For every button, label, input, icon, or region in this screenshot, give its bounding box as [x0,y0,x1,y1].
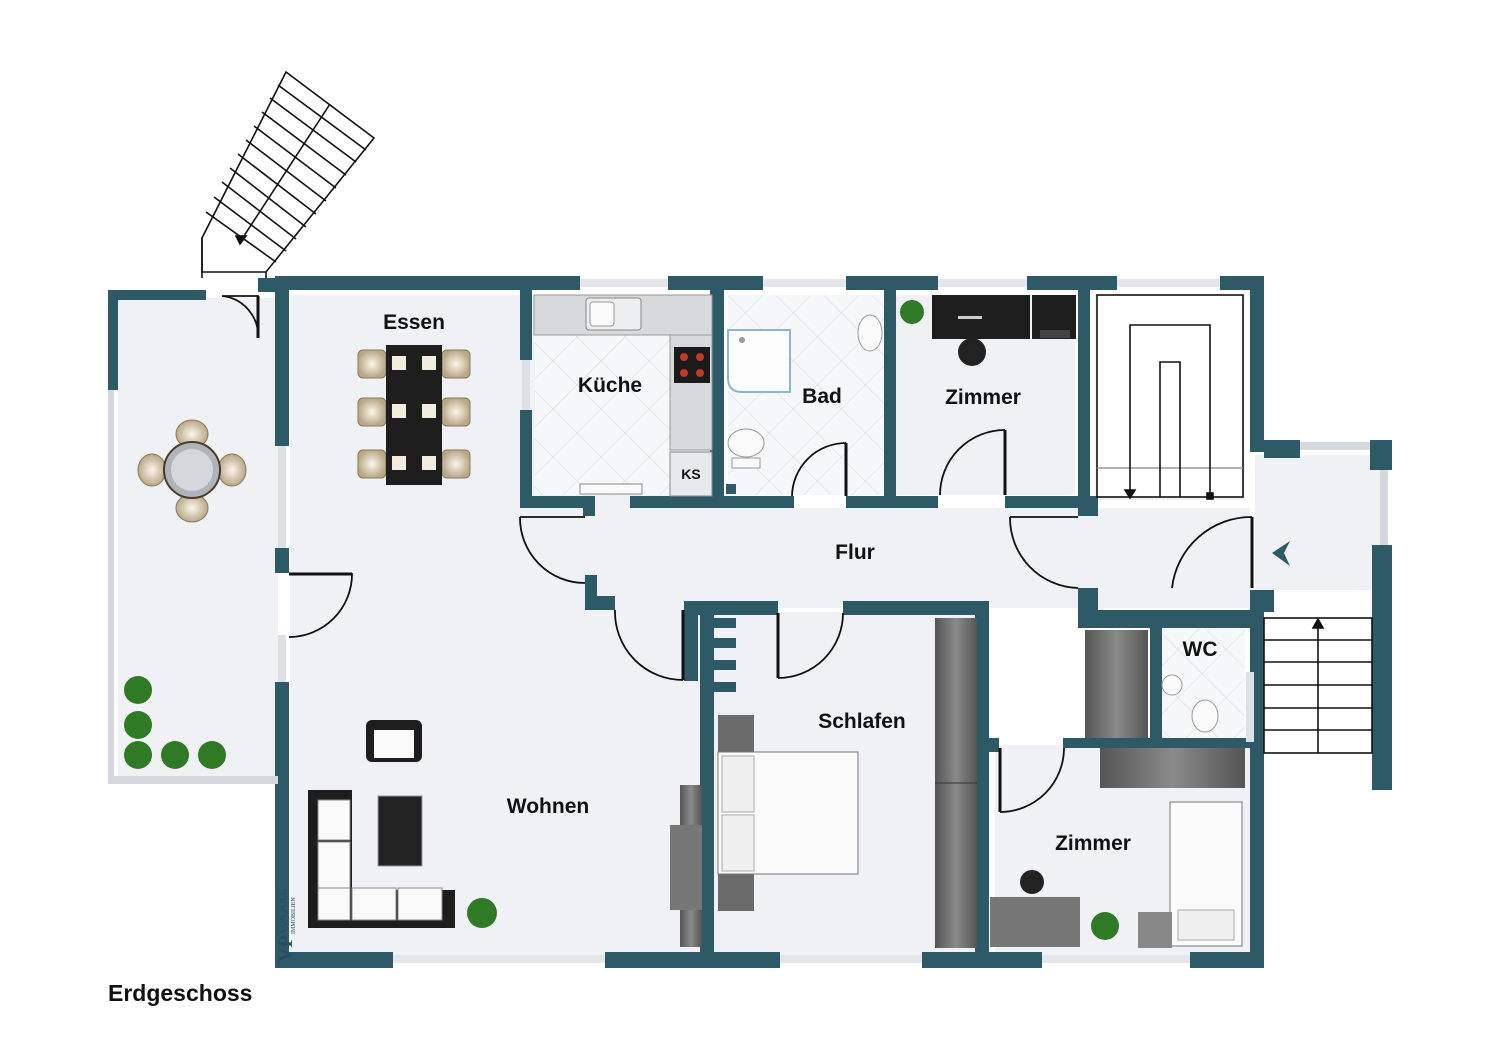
room-label-essen: Essen [383,311,445,334]
interior-stairs [1096,294,1244,500]
wc-fixtures [1085,630,1245,788]
floor-title: Erdgeschoss [108,980,252,1006]
room-label-flur: Flur [835,541,875,564]
room-label-schlafen: Schlafen [818,710,906,733]
sofa [308,720,455,928]
windows [278,360,1254,742]
room-label-wohnen: Wohnen [507,795,589,818]
door-swings [221,295,1254,813]
entrance-arrow-icon [1272,541,1290,566]
fridge-label: KS [681,466,700,482]
room-label-wc: WC [1183,638,1218,661]
office-desk [900,295,1076,366]
hall-stair [712,618,736,692]
child-room-furniture [990,801,1243,948]
logo-initials: VP [275,935,297,962]
logo-sub: IMMOBILIEN [291,897,297,934]
kitchen-units [533,294,713,497]
veranda-table [137,419,247,523]
bath-fixtures [726,314,883,494]
logo-name: VON POLL [278,890,288,934]
room-label-bad: Bad [802,385,842,408]
exterior-stairs-top [201,70,376,278]
von-poll-logo: VP VON POLL IMMOBILIEN [275,890,297,962]
room-label-kueche: Küche [578,374,642,397]
room-label-zimmer-office: Zimmer [945,386,1021,409]
bedroom-furniture [670,618,977,948]
dining-table [357,345,471,485]
room-label-zimmer-child: Zimmer [1055,832,1131,855]
exterior-stairs-entrance [1263,617,1373,754]
plants [124,674,1183,940]
